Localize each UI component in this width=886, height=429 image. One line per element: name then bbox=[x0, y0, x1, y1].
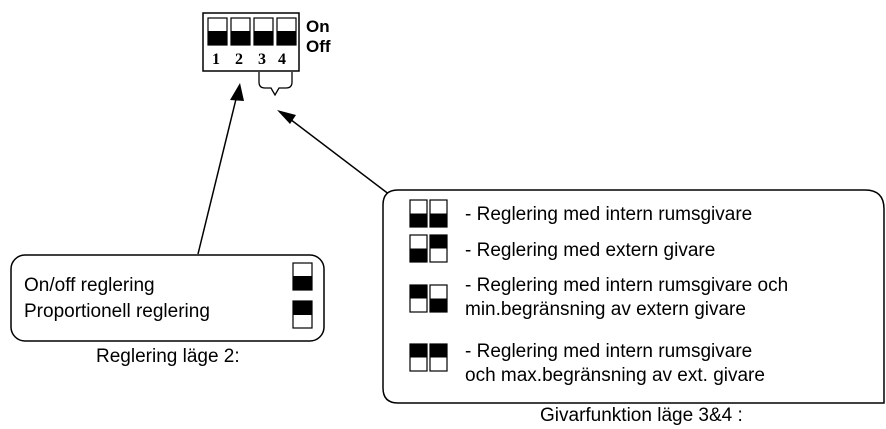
sensor-row-4-line-1: - Reglering med intern rumsgivare bbox=[465, 341, 753, 362]
switch-3 bbox=[253, 17, 274, 46]
regulation-option-proportional: Proportionell reglering bbox=[24, 301, 210, 322]
sensor-box bbox=[382, 189, 885, 404]
sensor-switch-icons bbox=[409, 199, 448, 372]
regulation-switch-icon bbox=[292, 262, 313, 329]
sensor-row-3-line-2: min.begränsning av extern givare bbox=[465, 299, 746, 320]
sensor-row-2-switch-4-knob bbox=[430, 235, 447, 249]
switch-number-4: 4 bbox=[278, 51, 286, 68]
sensor-row-1-switch-4-knob bbox=[430, 213, 447, 227]
sensor-row-3-switch-3-knob bbox=[410, 285, 427, 299]
sensor-row-3-line-1: - Reglering med intern rumsgivare och bbox=[465, 275, 789, 296]
sensor-row-4-line-2: och max.begränsning av ext. givare bbox=[465, 365, 765, 386]
dip-switch-block bbox=[202, 12, 300, 97]
bracket-3-4 bbox=[258, 72, 293, 97]
switch-number-3: 3 bbox=[258, 51, 266, 68]
sensor-caption: Givarfunktion läge 3&4 : bbox=[540, 405, 743, 426]
regulation-option-onoff: On/off reglering bbox=[24, 275, 155, 296]
switch-number-2: 2 bbox=[235, 51, 243, 68]
switch-2 bbox=[230, 17, 251, 46]
regulation-caption: Reglering läge 2: bbox=[96, 346, 240, 367]
arrow-to-switches-3-4 bbox=[277, 110, 391, 196]
sensor-row-1-line-1: - Reglering med intern rumsgivare bbox=[465, 204, 753, 225]
sensor-row-2-line-1: - Reglering med extern givare bbox=[465, 240, 716, 261]
on-label: On bbox=[306, 17, 330, 36]
sensor-row-2-switch-3-knob bbox=[410, 248, 427, 262]
switch-1 bbox=[207, 17, 228, 46]
off-label: Off bbox=[306, 37, 331, 56]
sensor-row-4-switch-4-knob bbox=[430, 344, 447, 358]
sensor-row-3-switch-4-knob bbox=[430, 298, 447, 312]
switch-4 bbox=[276, 17, 297, 46]
sensor-row-1-switch-3-knob bbox=[410, 213, 427, 227]
regulation-box bbox=[10, 254, 325, 342]
switch-number-1: 1 bbox=[212, 51, 220, 68]
arrow-to-switch-2 bbox=[197, 83, 244, 255]
sensor-row-4-switch-3-knob bbox=[410, 344, 427, 358]
